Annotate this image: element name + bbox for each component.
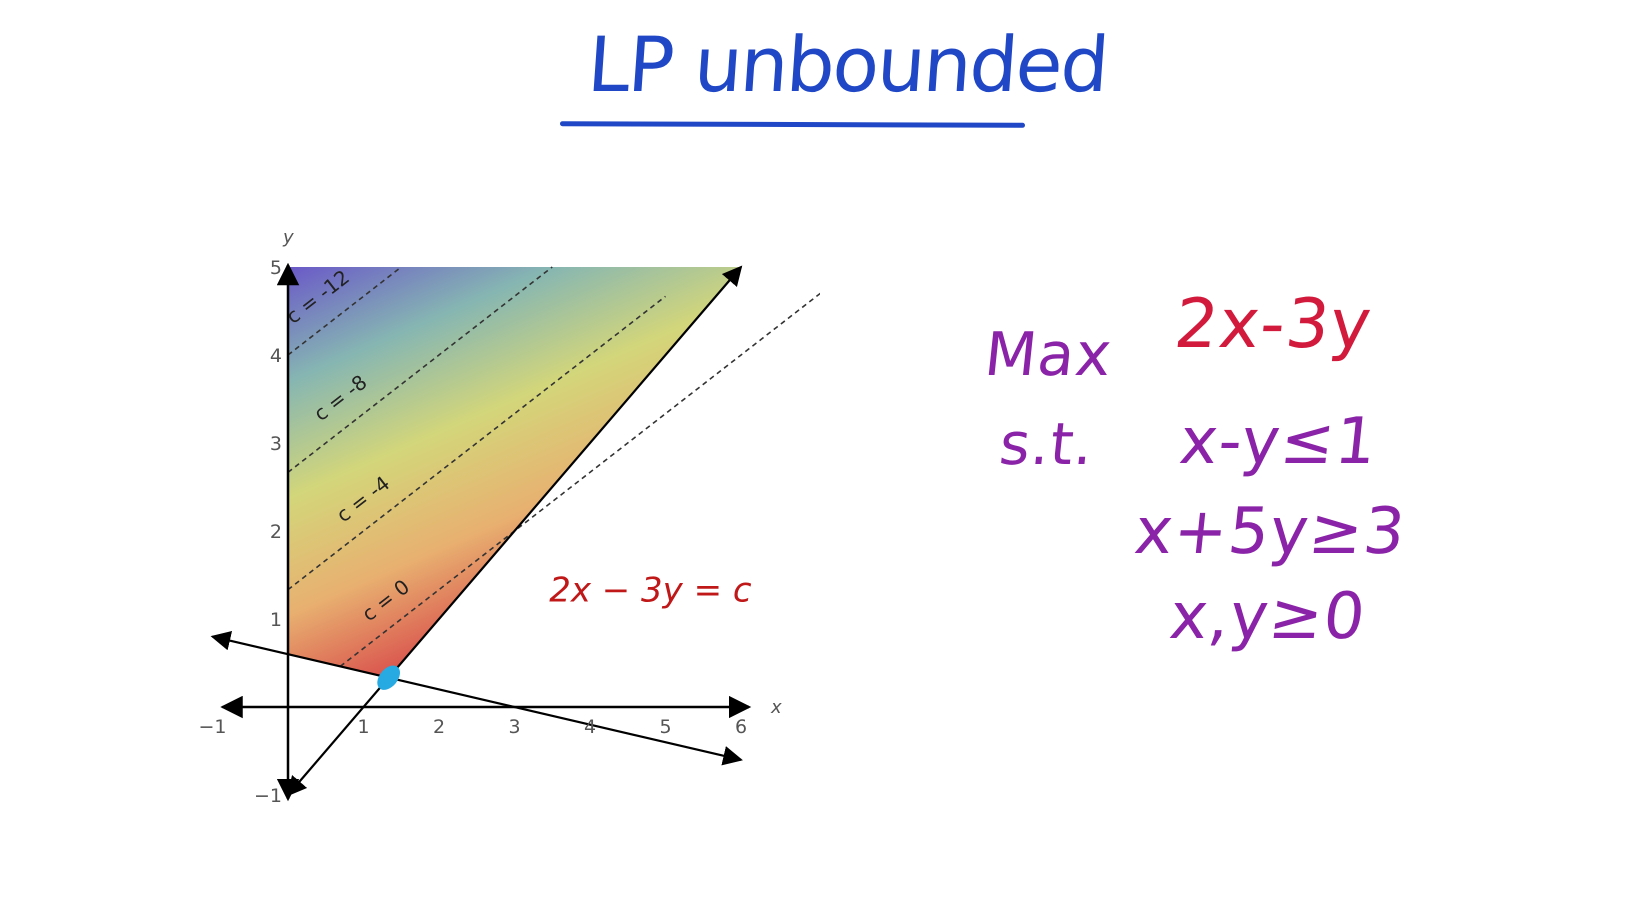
y-tick-label-0: −1 xyxy=(254,785,282,807)
constraint-line-1 xyxy=(210,631,743,766)
x-tick-label-3: 3 xyxy=(508,716,520,738)
y-tick-label-4: 4 xyxy=(270,345,282,367)
title-block: LP unbounded xyxy=(559,20,1110,135)
x-tick-label-1: 1 xyxy=(357,716,369,738)
y-axis-label: y xyxy=(282,227,294,248)
x-tick-label-5: 5 xyxy=(659,716,671,738)
optimal-point xyxy=(377,665,400,690)
level-equation-label: 2x − 3y = c xyxy=(549,570,752,610)
title-underline xyxy=(559,121,1026,128)
y-tick-label-2: 2 xyxy=(270,521,282,543)
x-tick-label-0: −1 xyxy=(198,716,226,738)
lp-st-label: s.t. xyxy=(996,410,1098,478)
lp-constraint-2: x+5y≥3 xyxy=(1131,495,1410,569)
x-tick-label-4: 4 xyxy=(584,716,596,738)
lp-objective: 2x-3y xyxy=(1170,285,1376,364)
x-axis-label: x xyxy=(770,697,782,718)
lp-max-label: Max xyxy=(981,320,1116,390)
x-tick-label-2: 2 xyxy=(433,716,445,738)
lp-constraint-3: x,y≥0 xyxy=(1166,580,1370,654)
feasible-region xyxy=(288,267,741,678)
y-tick-label-3: 3 xyxy=(270,433,282,455)
y-tick-label-5: 5 xyxy=(270,257,282,279)
lp-constraint-1: x-y≤1 xyxy=(1176,405,1381,479)
x-tick-label-6: 6 xyxy=(735,716,747,738)
page-title: LP unbounded xyxy=(584,20,1111,109)
y-tick-label-1: 1 xyxy=(270,609,282,631)
